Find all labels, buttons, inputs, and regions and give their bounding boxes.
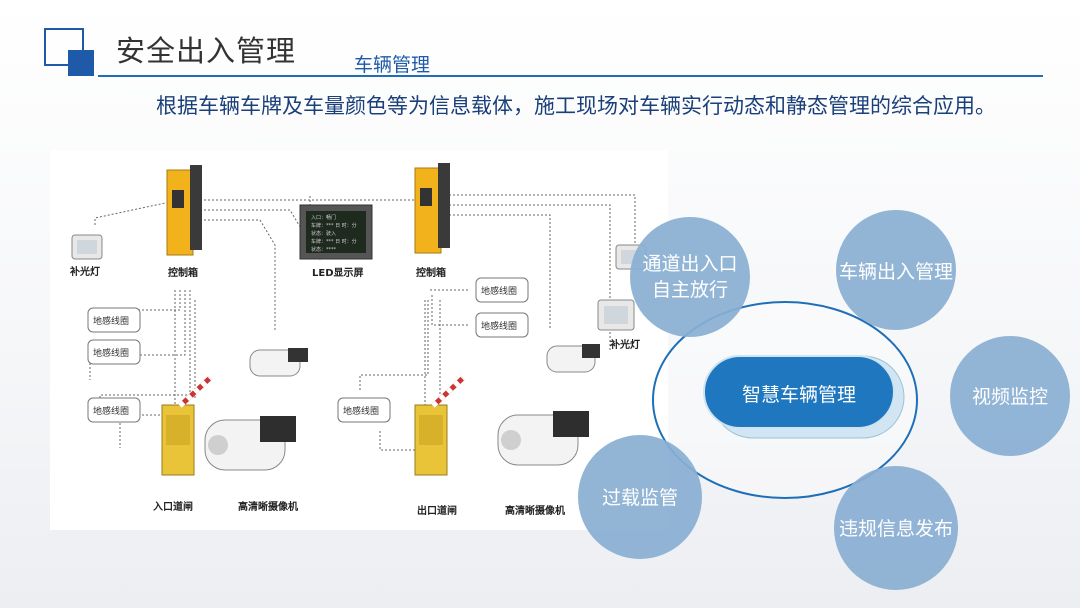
right-loop-1: 地感线圈 bbox=[475, 277, 529, 303]
right-loop-3: 地感线圈 bbox=[337, 397, 391, 423]
left-control-box bbox=[166, 165, 202, 256]
led-line-5: 状态：**** bbox=[311, 246, 337, 253]
wiring-lines bbox=[89, 194, 636, 451]
parking-system-diagram: 补光灯 控制箱 地感线圈 地感线圈 地感线圈 入口道闸 bbox=[50, 150, 668, 530]
left-fill-light bbox=[71, 234, 103, 260]
left-loop-1: 地感线圈 bbox=[87, 307, 141, 333]
bubble-vehicle-access-label: 车辆出入管理 bbox=[839, 261, 953, 283]
right-fill-light-label: 补光灯 bbox=[609, 338, 640, 351]
right-camera bbox=[497, 411, 589, 466]
right-loop-1-label: 地感线圈 bbox=[481, 285, 517, 297]
bubble-gate-release-line1: 通道出入口 bbox=[642, 253, 737, 275]
logo-fill bbox=[68, 50, 94, 76]
left-control-box-label: 控制箱 bbox=[168, 266, 198, 279]
section-logo-icon bbox=[44, 28, 94, 76]
left-camera-label: 高清晰摄像机 bbox=[238, 500, 298, 513]
bubble-gate-release bbox=[630, 217, 750, 337]
left-loop-1-label: 地感线圈 bbox=[93, 315, 129, 327]
left-fill-light-label: 补光灯 bbox=[69, 265, 100, 278]
right-control-box bbox=[414, 163, 450, 254]
bubble-violation-label: 违规信息发布 bbox=[839, 518, 953, 540]
right-gate-label: 出口道闸 bbox=[417, 504, 457, 517]
right-fill-light-2 bbox=[597, 299, 635, 331]
page-subtitle: 车辆管理 bbox=[354, 54, 431, 76]
led-display-label: LED显示屏 bbox=[312, 267, 364, 279]
left-loop-3-label: 地感线圈 bbox=[93, 405, 129, 417]
logo-outline bbox=[44, 28, 84, 66]
bubble-video-monitor bbox=[950, 336, 1070, 456]
bubble-overload-label: 过载监管 bbox=[602, 487, 678, 509]
bubble-video-monitor-label: 视频监控 bbox=[972, 386, 1048, 408]
led-line-4: 车牌：*** 日 时：分 bbox=[311, 238, 357, 245]
led-display: 入口：畅门 车牌：*** 日 时：分 状态：驶入 车牌：*** 日 时：分 状态… bbox=[299, 204, 373, 260]
right-loop-2: 地感线圈 bbox=[475, 312, 529, 338]
left-entrance-gate bbox=[161, 376, 212, 476]
bubble-vehicle-access bbox=[836, 210, 956, 330]
bubble-center-pill bbox=[703, 355, 895, 429]
bubble-center-label: 智慧车辆管理 bbox=[742, 384, 856, 406]
left-camera bbox=[204, 416, 296, 471]
right-camera-label: 高清晰摄像机 bbox=[505, 504, 565, 517]
right-exit-gate bbox=[414, 376, 465, 476]
led-line-3: 状态：驶入 bbox=[311, 230, 336, 237]
title-divider bbox=[98, 75, 1043, 77]
right-control-box-label: 控制箱 bbox=[416, 266, 446, 279]
led-line-2: 车牌：*** 日 时：分 bbox=[311, 222, 357, 229]
left-gate-label: 入口道闸 bbox=[153, 500, 193, 513]
left-loop-2-label: 地感线圈 bbox=[93, 347, 129, 359]
left-loop-2: 地感线圈 bbox=[87, 339, 141, 365]
intro-paragraph: 根据车辆车牌及车量颜色等为信息载体，施工现场对车辆实行动态和静态管理的综合应用。 bbox=[156, 94, 996, 118]
right-loop-3-label: 地感线圈 bbox=[343, 405, 379, 417]
bubble-overload bbox=[578, 435, 702, 559]
led-line-1: 入口：畅门 bbox=[311, 214, 336, 221]
bubble-violation bbox=[834, 466, 958, 590]
bubble-gate-release-line2: 自主放行 bbox=[652, 279, 728, 301]
page-title: 安全出入管理 bbox=[116, 34, 297, 68]
right-loop-2-label: 地感线圈 bbox=[481, 320, 517, 332]
left-camera-small bbox=[249, 348, 308, 377]
right-camera-small bbox=[546, 344, 600, 373]
left-loop-3: 地感线圈 bbox=[87, 397, 141, 423]
